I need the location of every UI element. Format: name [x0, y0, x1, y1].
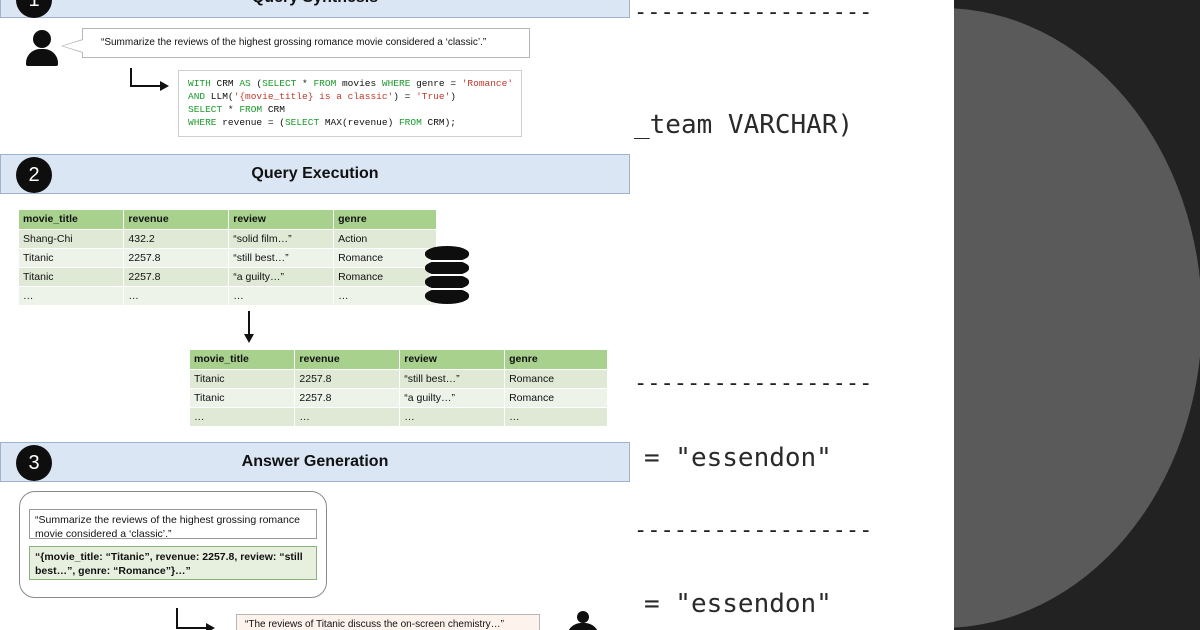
table-cell: 2257.8 [123, 247, 230, 267]
table-cell: “still best…” [399, 368, 506, 388]
circle-shape [954, 8, 1200, 628]
database-icon [425, 246, 471, 304]
table-row: Titanic 2257.8 “a guilty…” Romance [19, 266, 437, 286]
table-cell: … [19, 285, 125, 305]
movies-header-genre: genre [333, 210, 437, 229]
question-text: “Summarize the reviews of the highest gr… [101, 37, 487, 48]
result-header-revenue: revenue [294, 350, 401, 369]
table-cell: … [228, 285, 335, 305]
code-panel: ------------------ _team VARCHAR) ------… [632, 0, 954, 630]
prompt-data-row: “{movie_title: “Titanic”, revenue: 2257.… [29, 546, 317, 580]
user-icon-answer [566, 611, 600, 630]
table-row: … … … … [190, 406, 608, 426]
table-cell: Romance [504, 368, 608, 388]
execution-arrow-head [244, 334, 254, 343]
stage-2-band: Query Execution [0, 154, 630, 194]
table-cell: Titanic [190, 387, 296, 407]
stage-1-title: Query Synthesis [1, 0, 629, 17]
table-cell: Titanic [19, 247, 125, 267]
pipeline-diagram: Query Synthesis 1 “Summarize the reviews… [0, 0, 632, 630]
prompt-question-line-1: “Summarize the reviews of the highest gr… [35, 514, 300, 526]
table-cell: … [399, 406, 506, 426]
code-line-team: _team VARCHAR) [634, 110, 854, 140]
answer-text: “The reviews of Titanic discuss the on-s… [245, 619, 504, 630]
table-cell: … [190, 406, 296, 426]
prompt-data-line-1: “{movie_title: “Titanic”, revenue: 2257.… [35, 551, 303, 563]
generation-arrow [176, 608, 215, 630]
dark-backdrop [954, 0, 1200, 630]
table-row: Shang-Chi 432.2 “solid film…” Action [19, 228, 437, 248]
table-cell: 2257.8 [294, 387, 401, 407]
table-row: Titanic 2257.8 “still best…” Romance [19, 247, 437, 267]
table-cell: … [504, 406, 608, 426]
table-cell: Romance [333, 247, 437, 267]
movies-header-movie-title: movie_title [19, 210, 125, 229]
prompt-question-line-2: movie considered a ‘classic’.” [35, 528, 172, 540]
movies-table: movie_title revenue review genre Shang-C… [19, 210, 437, 305]
result-table: movie_title revenue review genre Titanic… [190, 350, 608, 426]
table-cell: 432.2 [123, 228, 230, 248]
table-cell: “a guilty…” [399, 387, 506, 407]
table-row: Titanic 2257.8 “still best…” Romance [190, 368, 608, 388]
table-cell: “a guilty…” [228, 266, 335, 286]
execution-arrow [248, 311, 250, 335]
table-cell: Romance [504, 387, 608, 407]
table-cell: “solid film…” [228, 228, 335, 248]
llm-prompt-box [19, 491, 327, 598]
answer-box: “The reviews of Titanic discuss the on-s… [236, 614, 540, 630]
table-cell: … [123, 285, 230, 305]
code-line-essendon: = "essendon" [644, 443, 832, 473]
table-cell: 2257.8 [123, 266, 230, 286]
table-cell: Romance [333, 266, 437, 286]
dash-separator: ------------------ [634, 371, 873, 396]
stage-2-badge: 2 [16, 157, 52, 193]
result-header-movie-title: movie_title [190, 350, 296, 369]
table-row: Titanic 2257.8 “a guilty…” Romance [190, 387, 608, 407]
prompt-data-line-2: best…”, genre: “Romance”}…” [35, 565, 191, 577]
movies-header-revenue: revenue [123, 210, 230, 229]
sql-query-box: WITH CRM AS (SELECT * FROM movies WHERE … [178, 70, 522, 137]
code-line-essendon: = "essendon" [644, 589, 832, 619]
prompt-question: “Summarize the reviews of the highest gr… [29, 509, 317, 540]
synthesis-arrow [130, 68, 169, 91]
dash-separator: ------------------ [634, 518, 873, 543]
table-cell: Titanic [19, 266, 125, 286]
question-bubble: “Summarize the reviews of the highest gr… [61, 28, 530, 58]
stage-3-title: Answer Generation [241, 453, 389, 470]
user-icon [25, 30, 59, 66]
stage-1-badge: 1 [16, 0, 52, 18]
stage-1-band: Query Synthesis [0, 0, 630, 18]
stage-3-badge: 3 [16, 445, 52, 481]
dash-separator: ------------------ [634, 0, 873, 25]
table-cell: … [333, 285, 437, 305]
table-cell: … [294, 406, 401, 426]
table-row: … … … … [19, 285, 437, 305]
table-cell: “still best…” [228, 247, 335, 267]
result-header-genre: genre [504, 350, 608, 369]
table-cell: Action [333, 228, 437, 248]
result-header-review: review [399, 350, 506, 369]
stage-2-title: Query Execution [251, 165, 379, 182]
movies-header-review: review [228, 210, 335, 229]
table-cell: 2257.8 [294, 368, 401, 388]
table-cell: Titanic [190, 368, 296, 388]
table-cell: Shang-Chi [19, 228, 125, 248]
stage-3-band: Answer Generation [0, 442, 630, 482]
